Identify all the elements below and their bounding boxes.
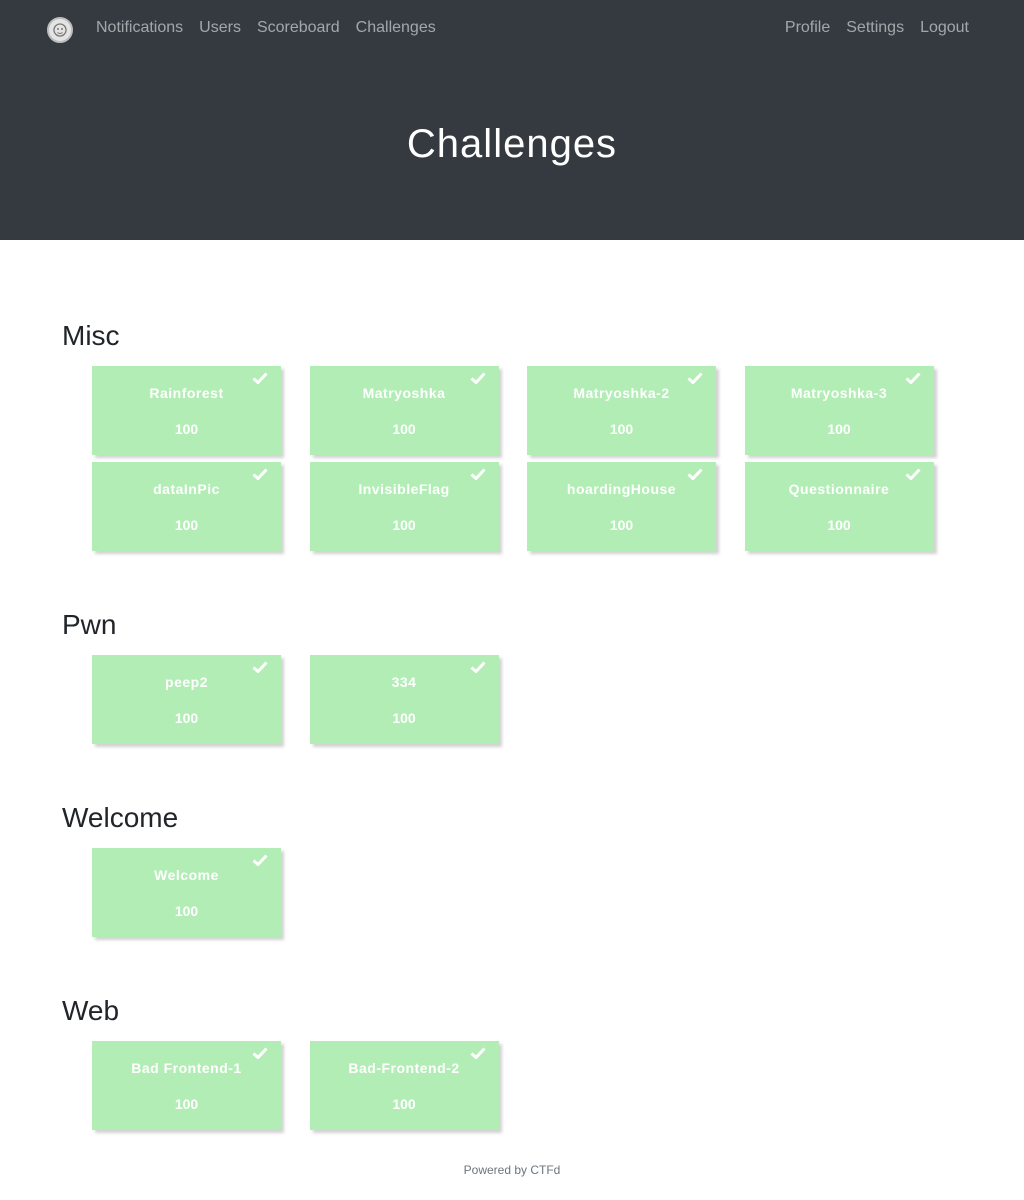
challenge-value: 100 — [174, 1096, 199, 1112]
challenge-card-hoardinghouse[interactable]: hoardingHouse 100 — [527, 462, 716, 551]
challenge-card-welcome[interactable]: Welcome 100 — [92, 848, 281, 937]
category-pwn: Pwn peep2 100 334 100 — [62, 608, 934, 744]
check-icon — [252, 854, 268, 866]
challenge-name: Questionnaire — [788, 481, 890, 497]
category-title: Misc — [62, 320, 120, 351]
nav-logout[interactable]: Logout — [920, 19, 969, 36]
check-icon — [470, 661, 486, 673]
check-icon — [252, 372, 268, 384]
nav-notifications[interactable]: Notifications — [96, 19, 184, 36]
challenge-card-datainpic[interactable]: dataInPic 100 — [92, 462, 281, 551]
challenge-grid: Welcome 100 — [92, 848, 934, 937]
challenge-card-bad-frontend-1[interactable]: Bad Frontend-1 100 — [92, 1041, 281, 1130]
check-icon — [470, 468, 486, 480]
nav-settings[interactable]: Settings — [846, 19, 905, 36]
challenge-card-matryoshka[interactable]: Matryoshka 100 — [309, 366, 499, 455]
check-icon — [252, 661, 268, 673]
check-icon — [905, 372, 921, 384]
challenge-value: 100 — [609, 421, 634, 437]
nav-challenges[interactable]: Challenges — [355, 19, 436, 36]
challenge-card-matryoshka-2[interactable]: Matryoshka-2 100 — [527, 366, 716, 455]
nav-left: Notifications Users Scoreboard Challenge… — [88, 18, 444, 38]
challenge-name: Matryoshka-3 — [790, 385, 888, 401]
check-icon — [687, 468, 703, 480]
footer: Powered by CTFd — [0, 1163, 1024, 1177]
ctfd-logo-icon[interactable] — [47, 17, 73, 43]
challenge-value: 100 — [609, 517, 634, 533]
check-icon — [687, 372, 703, 384]
nav-users[interactable]: Users — [199, 19, 241, 36]
challenge-value: 100 — [392, 517, 416, 533]
challenge-card-rainforest[interactable]: Rainforest 100 — [92, 366, 281, 455]
category-web: Web Bad Frontend-1 100 Bad-Frontend-2 10… — [62, 994, 934, 1130]
check-icon — [252, 468, 268, 480]
nav-profile[interactable]: Profile — [784, 19, 831, 36]
challenge-name: InvisibleFlag — [358, 481, 450, 497]
challenge-card-334[interactable]: 334 100 — [309, 655, 499, 744]
category-title: Welcome — [62, 802, 179, 833]
challenge-grid: Rainforest 100 Matryoshka 100 Matryoshka… — [92, 366, 934, 551]
challenge-card-bad-frontend-2[interactable]: Bad-Frontend-2 100 — [309, 1041, 499, 1130]
category-welcome: Welcome Welcome 100 — [62, 801, 934, 937]
challenge-name: peep2 — [165, 674, 208, 690]
nav-scoreboard[interactable]: Scoreboard — [256, 19, 340, 36]
challenge-card-questionnaire[interactable]: Questionnaire 100 — [744, 462, 934, 551]
challenge-name: Rainforest — [149, 385, 224, 401]
challenge-name: hoardingHouse — [566, 481, 677, 497]
navbar: Notifications Users Scoreboard Challenge… — [0, 0, 1024, 58]
challenge-name: Matryoshka-2 — [573, 385, 670, 401]
challenge-value: 100 — [174, 517, 199, 533]
challenge-value: 100 — [392, 421, 416, 437]
challenge-name: Bad-Frontend-2 — [348, 1060, 460, 1076]
page-header: Challenges — [0, 58, 1024, 240]
challenge-value: 100 — [174, 421, 199, 437]
challenge-value: 100 — [174, 903, 199, 919]
nav-right: Profile Settings Logout — [777, 18, 977, 38]
check-icon — [470, 372, 486, 384]
challenge-value: 100 — [392, 1096, 416, 1112]
challenge-card-invisibleflag[interactable]: InvisibleFlag 100 — [309, 462, 499, 551]
challenge-value: 100 — [827, 421, 851, 437]
challenge-name: 334 — [391, 674, 417, 690]
challenge-value: 100 — [827, 517, 851, 533]
category-title: Web — [62, 995, 120, 1026]
challenge-grid: Bad Frontend-1 100 Bad-Frontend-2 100 — [92, 1041, 934, 1130]
challenge-name: Matryoshka — [362, 385, 446, 401]
category-misc: Misc Rainforest 100 Matryoshka 100 Matry… — [62, 319, 934, 551]
challenge-card-peep2[interactable]: peep2 100 — [92, 655, 281, 744]
challenge-name: Welcome — [154, 867, 219, 883]
powered-by-link[interactable]: Powered by CTFd — [463, 1163, 561, 1177]
page-title: Challenges — [406, 122, 618, 166]
check-icon — [470, 1047, 486, 1059]
challenge-grid: peep2 100 334 100 — [92, 655, 934, 744]
challenge-name: dataInPic — [153, 481, 220, 497]
challenge-card-matryoshka-3[interactable]: Matryoshka-3 100 — [744, 366, 934, 455]
check-icon — [252, 1047, 268, 1059]
category-title: Pwn — [62, 609, 117, 640]
challenge-value: 100 — [392, 710, 416, 726]
challenge-value: 100 — [174, 710, 199, 726]
challenge-name: Bad Frontend-1 — [131, 1060, 242, 1076]
check-icon — [905, 468, 921, 480]
